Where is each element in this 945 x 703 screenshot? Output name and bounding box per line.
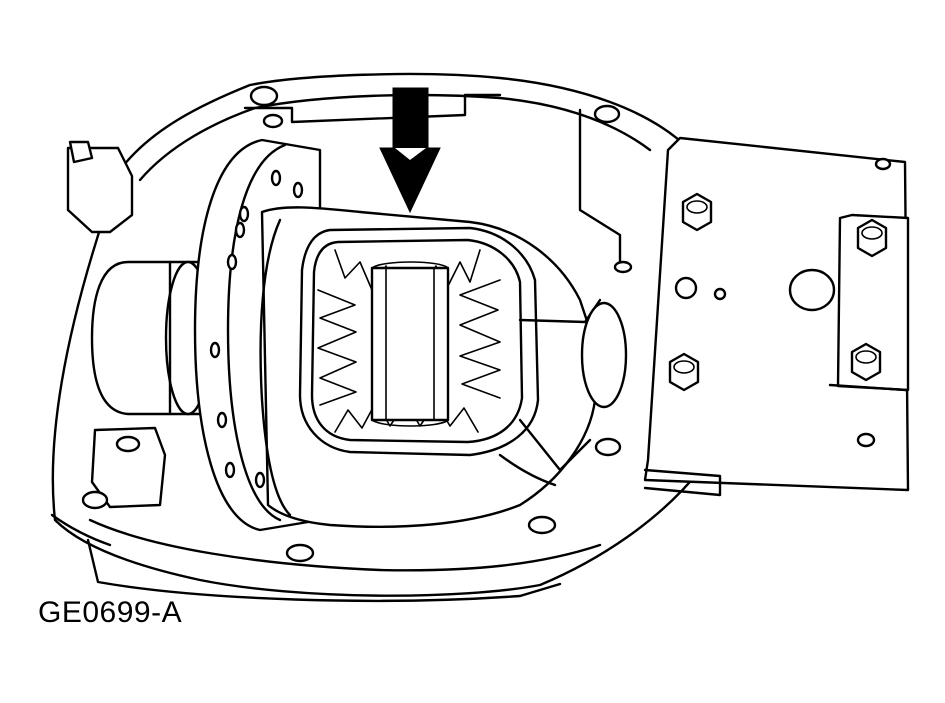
hex-bolt-icon: [850, 342, 882, 382]
hex-bolt-icon: [668, 352, 700, 392]
side-gear-teeth: [317, 249, 501, 433]
figure-id-label: GE0699-A: [38, 596, 183, 629]
left-side-bearing: [90, 260, 212, 416]
right-mounting-plate: [643, 136, 910, 497]
hex-bolt-icon: [681, 192, 713, 232]
hex-bolt-icon: [856, 218, 888, 258]
callout-arrow-icon: [379, 87, 441, 214]
